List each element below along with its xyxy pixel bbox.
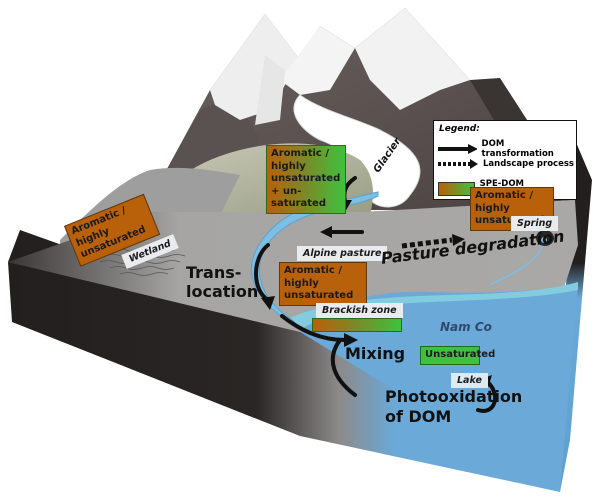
label-translocation-1: Trans- — [186, 263, 242, 282]
label-spring: Spring — [511, 216, 559, 231]
legend-item-landscape-process: Landscape process — [438, 159, 574, 169]
translocation-arrow — [254, 243, 270, 302]
glacier — [293, 94, 421, 208]
composition-brackish-zone — [312, 318, 402, 332]
label-alpine-pasture: Alpine pasture — [297, 246, 388, 261]
legend-item-dom-transformation: DOM transformation — [438, 139, 576, 159]
label-brackish-zone: Brackish zone — [316, 303, 403, 318]
block-left-side — [8, 262, 560, 492]
lake-nam-co — [300, 285, 578, 492]
snow-cap-2 — [280, 26, 355, 95]
composition-alpine-pasture: Aromatic / highly unsaturated — [279, 262, 367, 306]
pasture-degradation-arrow — [401, 234, 465, 249]
snow-cap-3 — [355, 8, 470, 110]
snow-cap-4 — [255, 55, 285, 125]
composition-glacier-slope: Aromatic / highly unsaturated + un-satur… — [266, 145, 346, 214]
label-nam-co: Nam Co — [440, 320, 492, 334]
label-lake: Lake — [451, 373, 488, 388]
legend-title: Legend: — [439, 124, 480, 134]
label-mixing: Mixing — [345, 344, 406, 363]
composition-lake: Unsaturated — [420, 346, 495, 365]
lake-shoreline — [290, 282, 578, 330]
solid-arrow-icon — [438, 144, 477, 154]
label-translocation-2: location — [186, 282, 259, 301]
label-photooxidation-2: of DOM — [385, 407, 452, 426]
dotted-arrow-icon — [438, 159, 478, 169]
label-photooxidation-1: Photooxidation — [385, 387, 523, 406]
mixing-arrow-in — [330, 338, 357, 397]
